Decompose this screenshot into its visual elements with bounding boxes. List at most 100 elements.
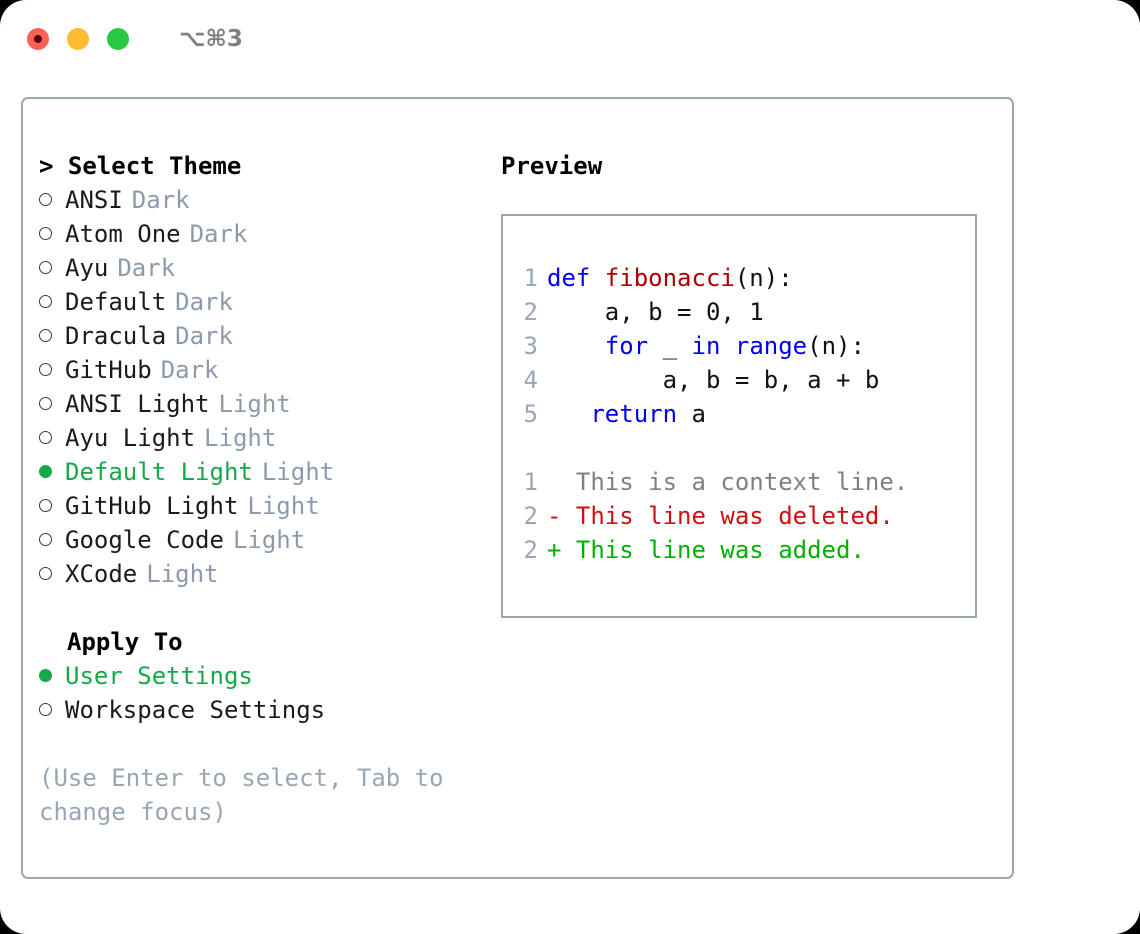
diff-line: 2+ This line was added. bbox=[520, 533, 908, 567]
apply-to-option-workspace-settings[interactable]: Workspace Settings bbox=[39, 693, 479, 727]
theme-option-ayu-light[interactable]: Ayu Light Light bbox=[39, 421, 479, 455]
radio-unselected-icon bbox=[39, 489, 65, 523]
keyboard-hint-text: (Use Enter to select, Tab to change focu… bbox=[39, 764, 444, 826]
zoom-button[interactable] bbox=[107, 28, 129, 50]
theme-variant-tag: Light bbox=[232, 526, 306, 554]
diff-sign bbox=[547, 468, 561, 496]
code-token-kw: def bbox=[547, 264, 605, 292]
theme-option-label: Ayu Light bbox=[65, 424, 196, 452]
radio-dot bbox=[39, 328, 52, 342]
radio-dot bbox=[39, 464, 52, 478]
radio-dot bbox=[39, 192, 52, 206]
code-token-plain: a bbox=[677, 400, 706, 428]
radio-unselected-icon bbox=[39, 421, 65, 455]
code-line-number: 3 bbox=[523, 332, 538, 360]
radio-dot bbox=[39, 396, 52, 410]
theme-variant-tag: Dark bbox=[160, 356, 219, 384]
radio-dot bbox=[39, 226, 52, 240]
apply-to-option-label: User Settings bbox=[65, 662, 253, 690]
diff-block: 1 This is a context line.2- This line wa… bbox=[520, 465, 909, 567]
close-button[interactable] bbox=[27, 28, 49, 50]
code-line: 5 return a bbox=[520, 397, 908, 431]
theme-option-label: GitHub bbox=[65, 356, 152, 384]
code-token-plain bbox=[547, 400, 590, 428]
radio-dot bbox=[39, 294, 52, 308]
preview-title: Preview bbox=[501, 152, 603, 180]
code-token-plain bbox=[720, 332, 734, 360]
radio-unselected-icon bbox=[39, 353, 65, 387]
minimize-button[interactable] bbox=[67, 28, 89, 50]
theme-option-label: Dracula bbox=[65, 322, 167, 350]
theme-variant-tag: Dark bbox=[189, 220, 248, 248]
code-token-plain: (n): bbox=[807, 332, 865, 360]
diff-line: 2- This line was deleted. bbox=[520, 499, 908, 533]
radio-dot bbox=[39, 532, 52, 546]
code-line: 1 def fibonacci(n): bbox=[520, 261, 908, 295]
diff-line-number: 2 bbox=[523, 502, 538, 530]
code-token-plain: a, b = 0, 1 bbox=[547, 298, 764, 326]
code-line-number: 1 bbox=[523, 264, 538, 292]
code-token-kw: for bbox=[604, 332, 649, 360]
radio-selected-icon bbox=[39, 455, 65, 489]
theme-option-label: Ayu bbox=[65, 254, 109, 282]
theme-option-label: Google Code bbox=[65, 526, 224, 554]
diff-text: This line was added. bbox=[561, 536, 865, 564]
radio-unselected-icon bbox=[39, 217, 65, 251]
diff-sign: + bbox=[547, 536, 562, 564]
radio-unselected-icon bbox=[39, 183, 65, 217]
theme-option-label: Default Light bbox=[65, 458, 253, 486]
select-theme-header: > Select Theme bbox=[39, 152, 242, 180]
radio-unselected-icon bbox=[39, 387, 65, 421]
theme-variant-tag: Light bbox=[146, 560, 219, 588]
code-token-kw: return bbox=[590, 400, 678, 428]
radio-dot bbox=[39, 566, 52, 580]
theme-option-default[interactable]: Default Dark bbox=[39, 285, 479, 319]
diff-line: 1 This is a context line. bbox=[520, 465, 909, 499]
traffic-light-group bbox=[27, 28, 129, 50]
theme-variant-tag: Dark bbox=[117, 254, 176, 282]
diff-line-number: 1 bbox=[523, 468, 538, 496]
radio-unselected-icon bbox=[39, 285, 65, 319]
theme-option-ayu[interactable]: Ayu Dark bbox=[39, 251, 479, 285]
apply-to-header: Apply To bbox=[67, 628, 183, 656]
code-token-plain: _ bbox=[648, 332, 692, 360]
radio-unselected-icon bbox=[39, 693, 65, 727]
radio-unselected-icon bbox=[39, 523, 65, 557]
code-line: 2 a, b = 0, 1 bbox=[520, 295, 908, 329]
diff-text: This line was deleted. bbox=[561, 502, 894, 530]
code-token-kw: in bbox=[691, 332, 721, 360]
theme-option-default-light[interactable]: Default Light Light bbox=[39, 455, 479, 489]
radio-dot bbox=[39, 668, 52, 682]
theme-option-google-code[interactable]: Google Code Light bbox=[39, 523, 479, 557]
window-titlebar: ⌥⌘3 bbox=[0, 0, 1140, 78]
theme-option-github[interactable]: GitHub Dark bbox=[39, 353, 479, 387]
theme-option-label: Default bbox=[65, 288, 167, 316]
code-token-plain: (n): bbox=[734, 264, 793, 292]
apply-to-option-user-settings[interactable]: User Settings bbox=[39, 659, 479, 693]
code-line-number: 4 bbox=[523, 366, 538, 394]
code-token-kw: range bbox=[734, 332, 808, 360]
code-token-plain: a, b = b, a + b bbox=[547, 366, 880, 394]
theme-variant-tag: Dark bbox=[131, 186, 190, 214]
theme-variant-tag: Light bbox=[261, 458, 335, 486]
theme-variant-tag: Light bbox=[247, 492, 320, 520]
code-token-fn: fibonacci bbox=[604, 264, 735, 292]
code-line: 4 a, b = b, a + b bbox=[520, 363, 908, 397]
keyboard-shortcut-label: ⌥⌘3 bbox=[179, 26, 243, 52]
theme-variant-tag: Light bbox=[204, 424, 277, 452]
theme-variant-tag: Dark bbox=[175, 288, 233, 316]
